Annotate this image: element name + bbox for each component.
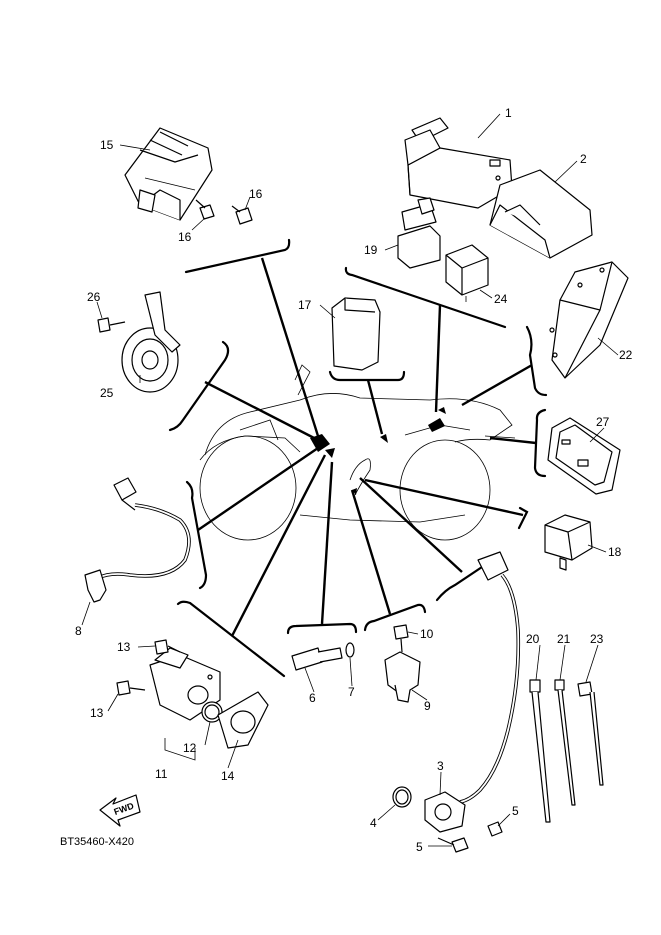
callout-13b: 13: [90, 706, 104, 720]
washer-7: [345, 642, 355, 658]
bolt-16a: [195, 199, 215, 220]
screw-13b: [116, 680, 146, 696]
rear-wheel-outline: [399, 439, 491, 541]
display-panel: [547, 417, 621, 495]
callout-10: 10: [420, 627, 434, 641]
front-wheel-outline: [199, 435, 297, 541]
callout-18: 18: [608, 545, 622, 559]
group-brackets: [168, 238, 548, 678]
crank-position-sensor: [384, 651, 421, 703]
speed-sensor: [424, 551, 521, 833]
callout-20: 20: [526, 632, 540, 646]
idle-speed-control-valve: [149, 647, 221, 721]
fuel-pump-relay: [544, 514, 593, 571]
callout-8: 8: [75, 624, 82, 638]
cable-tie-21: [554, 679, 576, 806]
o-ring-12: [201, 701, 223, 723]
callout-24: 24: [494, 292, 508, 306]
forward-direction-indicator: FWD: [99, 794, 141, 827]
callout-15: 15: [100, 138, 114, 152]
electrical-cover: [549, 261, 629, 379]
starter-relay: [445, 244, 489, 302]
callout-19: 19: [364, 243, 378, 257]
control-module: [331, 297, 381, 371]
callout-21: 21: [557, 632, 571, 646]
callout-4: 4: [370, 816, 377, 830]
screw-13a: [154, 639, 181, 655]
callout-12: 12: [183, 741, 197, 755]
callout-27: 27: [596, 415, 610, 429]
horn-bolt: [97, 317, 126, 333]
callout-9: 9: [424, 699, 431, 713]
vehicle-frame-outline: [199, 364, 516, 541]
oxygen-sensor: [84, 477, 191, 603]
callout-26: 26: [87, 290, 101, 304]
callout-22: 22: [619, 348, 633, 362]
cable-tie-23: [577, 681, 604, 786]
ecu-unit: [404, 117, 513, 209]
bolt-16b: [231, 205, 253, 225]
callout-2: 2: [580, 152, 587, 166]
cable-tie-20: [529, 679, 551, 823]
rectifier-regulator: [124, 127, 213, 221]
leader-lines: [81, 113, 619, 847]
gasket-14: [217, 691, 269, 749]
horn: [121, 291, 181, 393]
callout-11: 11: [155, 767, 168, 781]
relay-unit: [397, 197, 441, 269]
callout-23: 23: [590, 632, 604, 646]
callout-14: 14: [221, 769, 235, 783]
callout-16a: 16: [249, 187, 263, 201]
callout-5b: 5: [416, 840, 423, 854]
temperature-sensor: [291, 647, 343, 671]
screw-10: [393, 624, 409, 653]
callout-5a: 5: [512, 804, 519, 818]
callout-16b: 16: [178, 230, 192, 244]
o-ring-4: [392, 786, 412, 808]
ecu-cover: [489, 169, 593, 259]
callout-25: 25: [100, 386, 114, 400]
callout-17: 17: [298, 298, 312, 312]
callout-labels: 1 2 3 4 5 5 6 7 8 9 10 11 12 13 13 14 15…: [75, 106, 633, 854]
callout-3: 3: [437, 759, 444, 773]
callout-13a: 13: [117, 640, 131, 654]
callout-7: 7: [348, 685, 355, 699]
callout-1: 1: [505, 106, 512, 120]
diagram-code: BT35460-X420: [60, 836, 134, 848]
bolt-5b: [437, 837, 469, 853]
callout-6: 6: [309, 691, 316, 705]
